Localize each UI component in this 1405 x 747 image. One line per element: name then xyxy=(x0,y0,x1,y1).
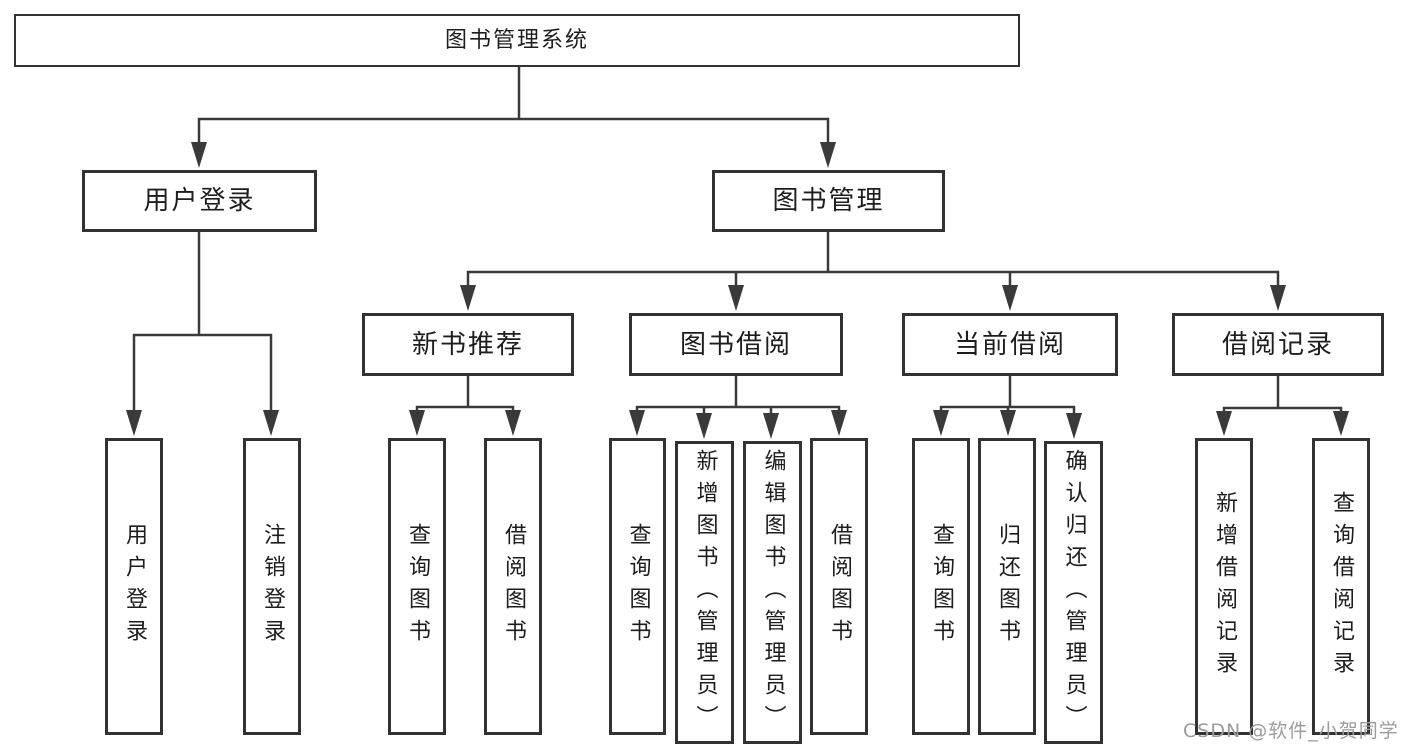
arrowhead-icon xyxy=(831,410,847,436)
arrowhead-icon xyxy=(460,285,476,311)
node-book-management: 图书管理 xyxy=(712,170,945,232)
node-borrow-records: 借阅记录 xyxy=(1172,313,1384,376)
leaf-label: 确认归还（管理员） xyxy=(1061,448,1087,737)
leaf-borrow-add-books-admin: 新增图书（管理员） xyxy=(675,441,734,744)
node-book-borrowing: 图书借阅 xyxy=(629,313,843,376)
connector-currentborrow-to-leaves xyxy=(939,374,1076,416)
leaf-borrow-edit-books-admin: 编辑图书（管理员） xyxy=(743,441,802,744)
leaf-label: 用户登录 xyxy=(122,522,147,651)
arrowhead-icon xyxy=(409,410,425,436)
leaf-logout: 注销登录 xyxy=(243,438,301,735)
arrowhead-icon xyxy=(1270,285,1286,311)
arrowhead-icon xyxy=(763,413,779,439)
connector-bookborrow-to-leaves xyxy=(635,374,841,416)
node-current-borrowing: 当前借阅 xyxy=(902,313,1118,376)
node-library-management-system: 图书管理系统 xyxy=(14,14,1020,67)
arrowhead-icon xyxy=(820,142,836,168)
leaf-user-login: 用户登录 xyxy=(105,438,163,735)
arrowhead-icon xyxy=(933,410,949,436)
leaf-label: 查询图书 xyxy=(625,522,651,651)
connector-newbook-to-leaves xyxy=(415,374,515,413)
leaf-borrow-borrow-books: 借阅图书 xyxy=(810,438,868,735)
node-user-login: 用户登录 xyxy=(82,170,317,232)
arrowhead-icon xyxy=(1000,410,1016,436)
arrowhead-icon xyxy=(728,285,744,311)
arrowhead-icon xyxy=(126,410,142,436)
arrowhead-icon xyxy=(505,410,521,436)
arrowhead-icon xyxy=(263,410,279,436)
leaf-label: 查询图书 xyxy=(929,522,954,651)
connector-bookmgmt-to-level3 xyxy=(466,230,1280,288)
leaf-label: 新增图书（管理员） xyxy=(692,448,718,737)
arrowhead-icon xyxy=(191,142,207,168)
leaf-label: 新增借阅记录 xyxy=(1212,490,1237,683)
leaf-newbook-borrow-books: 借阅图书 xyxy=(484,438,542,735)
leaf-records-add-record: 新增借阅记录 xyxy=(1195,438,1253,735)
arrowhead-icon xyxy=(1333,411,1349,436)
leaf-label: 归还图书 xyxy=(995,522,1020,651)
arrowhead-icon xyxy=(1002,285,1018,311)
arrowhead-icon xyxy=(629,410,645,436)
arrowhead-icon xyxy=(1216,411,1232,436)
leaf-label: 借阅图书 xyxy=(501,522,526,651)
leaf-current-confirm-return-admin: 确认归还（管理员） xyxy=(1044,441,1103,744)
arrowhead-icon xyxy=(1066,413,1082,439)
watermark: CSDN @软件_小贺同学 xyxy=(1183,720,1399,742)
leaf-label: 注销登录 xyxy=(260,522,285,651)
leaf-label: 查询图书 xyxy=(405,522,430,651)
leaf-current-return-books: 归还图书 xyxy=(978,438,1036,735)
node-new-book-recommend: 新书推荐 xyxy=(362,313,574,376)
leaf-newbook-query-books: 查询图书 xyxy=(388,438,446,735)
leaf-borrow-query-books: 查询图书 xyxy=(609,438,666,735)
leaf-label: 查询借阅记录 xyxy=(1329,490,1354,683)
leaf-label: 编辑图书（管理员） xyxy=(760,448,786,737)
arrowheads xyxy=(126,142,1349,439)
leaf-current-query-books: 查询图书 xyxy=(912,438,970,735)
leaf-label: 借阅图书 xyxy=(827,522,852,651)
connector-userlogin-to-leaves xyxy=(132,230,273,412)
leaf-records-query-record: 查询借阅记录 xyxy=(1312,438,1370,735)
arrowhead-icon xyxy=(696,413,712,439)
connector-root-to-level2 xyxy=(197,64,830,148)
connector-records-to-leaves xyxy=(1222,374,1343,413)
